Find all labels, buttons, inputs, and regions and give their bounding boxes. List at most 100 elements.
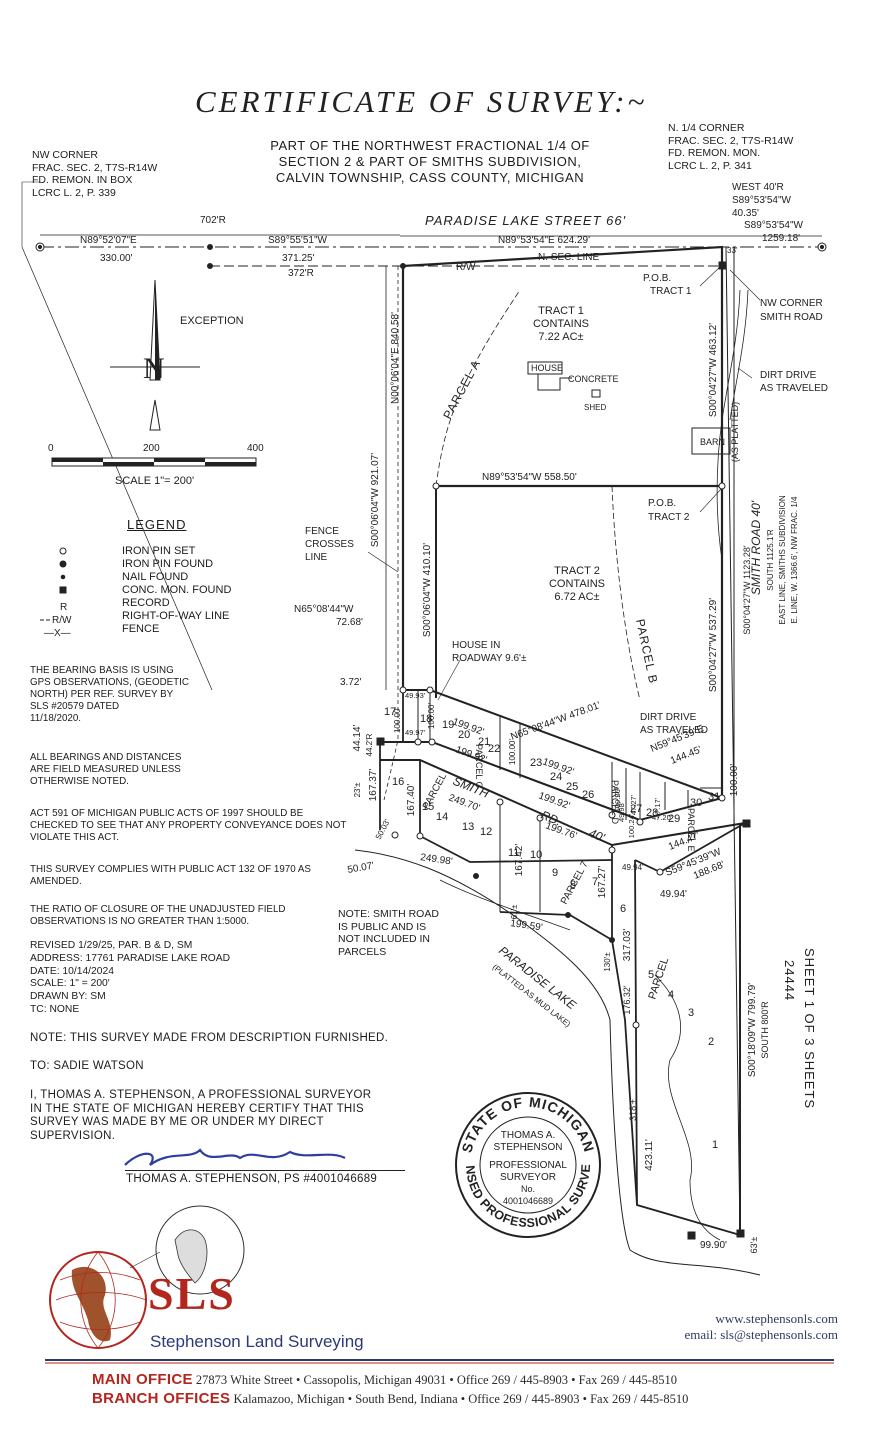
distance-label: 100.00' [427, 703, 436, 729]
seal-inner [479, 1116, 577, 1214]
distance-label: 317.03' [622, 929, 633, 962]
lot-number: 17 [384, 706, 396, 718]
distance-label: 144.45' [669, 744, 703, 766]
legend-iron-pin-set [59, 547, 67, 555]
legend-symbol-fence: —X— [44, 628, 71, 639]
main-office-text: 27873 White Street • Cassopolis, Michiga… [192, 1373, 677, 1387]
dirt-drive-label: AS TRAVELED [760, 383, 828, 394]
exception-line [21, 246, 213, 691]
fence-crosses-label: CROSSES [305, 539, 354, 550]
parcel-mid-line [380, 741, 723, 822]
bearing-label: N89°53'54"W 558.50' [482, 472, 577, 483]
distance-label: 330.00' [100, 253, 133, 264]
note-line: CHECKED TO SEE THAT ANY PROPERTY CONVEYA… [30, 820, 347, 831]
distance-label: 49.94' [622, 863, 644, 872]
pob2-label: P.O.B. [648, 498, 676, 509]
record-label: SOUTH 1125.1'R [766, 529, 775, 591]
distance-label: 49.94' [660, 889, 687, 900]
scale-bar [51, 457, 257, 467]
legend-item: FENCE [122, 623, 160, 635]
iron-pin-set [608, 811, 616, 819]
house-label: HOUSE [531, 363, 563, 373]
distance-label: 167.40' [406, 784, 417, 817]
note-line: NOTE: SMITH ROAD [338, 908, 439, 920]
distance-label: 702'R [200, 215, 226, 226]
company-name: Stephenson Land Surveying [150, 1332, 364, 1351]
distance-label: 44.14' [352, 724, 363, 751]
legend-item: NAIL FOUND [122, 571, 189, 583]
dirt-drive-path [729, 289, 749, 421]
scale-bar-segment [52, 458, 103, 462]
iron-pin-set [656, 868, 664, 876]
note-line: IS PUBLIC AND IS [338, 920, 427, 933]
distance-label: 33' [727, 246, 738, 255]
legend-symbol-rw: R/W [52, 615, 72, 626]
branch-office-line: BRANCH OFFICES Kalamazoo, Michigan • Sou… [92, 1391, 689, 1406]
pob1-label: TRACT 1 [650, 286, 692, 297]
distance-label: 199.59' [510, 918, 544, 933]
note-line: AMENDED. [30, 876, 82, 887]
distance-label: 47.20' [652, 813, 673, 822]
iron-pin-set [416, 832, 424, 840]
main-office-label: MAIN OFFICE [92, 1371, 193, 1388]
distance-label: 249.98' [420, 852, 454, 867]
client-line: TO: SADIE WATSON [30, 1060, 144, 1072]
note-line: NORTH) PER REF. SURVEY BY [30, 689, 174, 700]
lot-number: 25 [566, 781, 578, 793]
nw-corner-monument-center [37, 244, 43, 250]
iron-pin-set [428, 738, 436, 746]
scale-tick: 0 [48, 443, 54, 454]
scale-tick: 400 [247, 443, 264, 454]
shed-outline [591, 389, 601, 398]
act132-note: THIS SURVEY COMPLIES WITH PUBLIC ACT 132… [30, 864, 311, 888]
lot-number: 20 [458, 729, 470, 741]
signature [124, 1148, 346, 1166]
tract2-label: 6.72 AC± [554, 591, 599, 603]
north-arrow-fill [155, 280, 160, 380]
iron-pin-set [426, 686, 434, 694]
parcel-a-line [435, 289, 521, 487]
bearing-label: S00°04'27"W 463.12' [708, 323, 719, 417]
lot-number: 27 [630, 803, 642, 815]
parcel-c-label: PARCEL C [474, 744, 484, 789]
lot-number: 9 [552, 867, 558, 879]
distance-label: 47.27' [629, 794, 638, 815]
nw-corner-line: LCRC L. 2, P. 339 [32, 186, 116, 199]
seal-inner-line: STEPHENSON [494, 1142, 563, 1153]
lot-number: 8 [570, 879, 576, 891]
parcel-b-line [611, 485, 641, 701]
iron-pin-set [414, 738, 422, 746]
note-line: ARE FIELD MEASURED UNLESS [30, 764, 181, 775]
lot-number: 31 [708, 791, 720, 803]
description-line: CALVIN TOWNSHIP, CASS COUNTY, MICHIGAN [275, 170, 585, 185]
note-line: DRAWN BY: SM [30, 991, 106, 1003]
description-furnished-note: NOTE: THIS SURVEY MADE FROM DESCRIPTION … [30, 1032, 389, 1044]
branch-office-text: Kalamazoo, Michigan • South Bend, Indian… [230, 1392, 689, 1406]
dirt-drive-label: AS TRAVELED [640, 725, 708, 736]
iron-pin-set [536, 814, 544, 822]
note-line: SCALE: 1" = 200' [30, 978, 110, 990]
legend-item: CONC. MON. FOUND [122, 584, 232, 596]
lot-number: 24 [550, 771, 562, 783]
lot-number: 1 [712, 1139, 718, 1151]
distance-label: 167.37' [368, 769, 379, 802]
distance-label: 49.93' [405, 691, 426, 700]
distance-label: 50.07' [347, 860, 376, 876]
pob2-label: TRACT 2 [648, 512, 690, 523]
distance-label: 100.00' [393, 707, 402, 733]
conc-mon-found [687, 1231, 696, 1240]
iron-pin-found [207, 263, 213, 269]
lakeshore [354, 849, 761, 1276]
parcel-b-label: PARCEL B [633, 618, 660, 685]
distance-label: 47.17' [653, 797, 662, 818]
lot-number: 29 [668, 813, 680, 825]
house-in-road-label: ROADWAY 9.6'± [452, 653, 527, 664]
dirt-drive-path [716, 289, 741, 561]
fence-line [383, 266, 399, 801]
legend-symbols [40, 547, 67, 621]
bearing-label: S00°18'09"W 799.79' [747, 983, 758, 1077]
